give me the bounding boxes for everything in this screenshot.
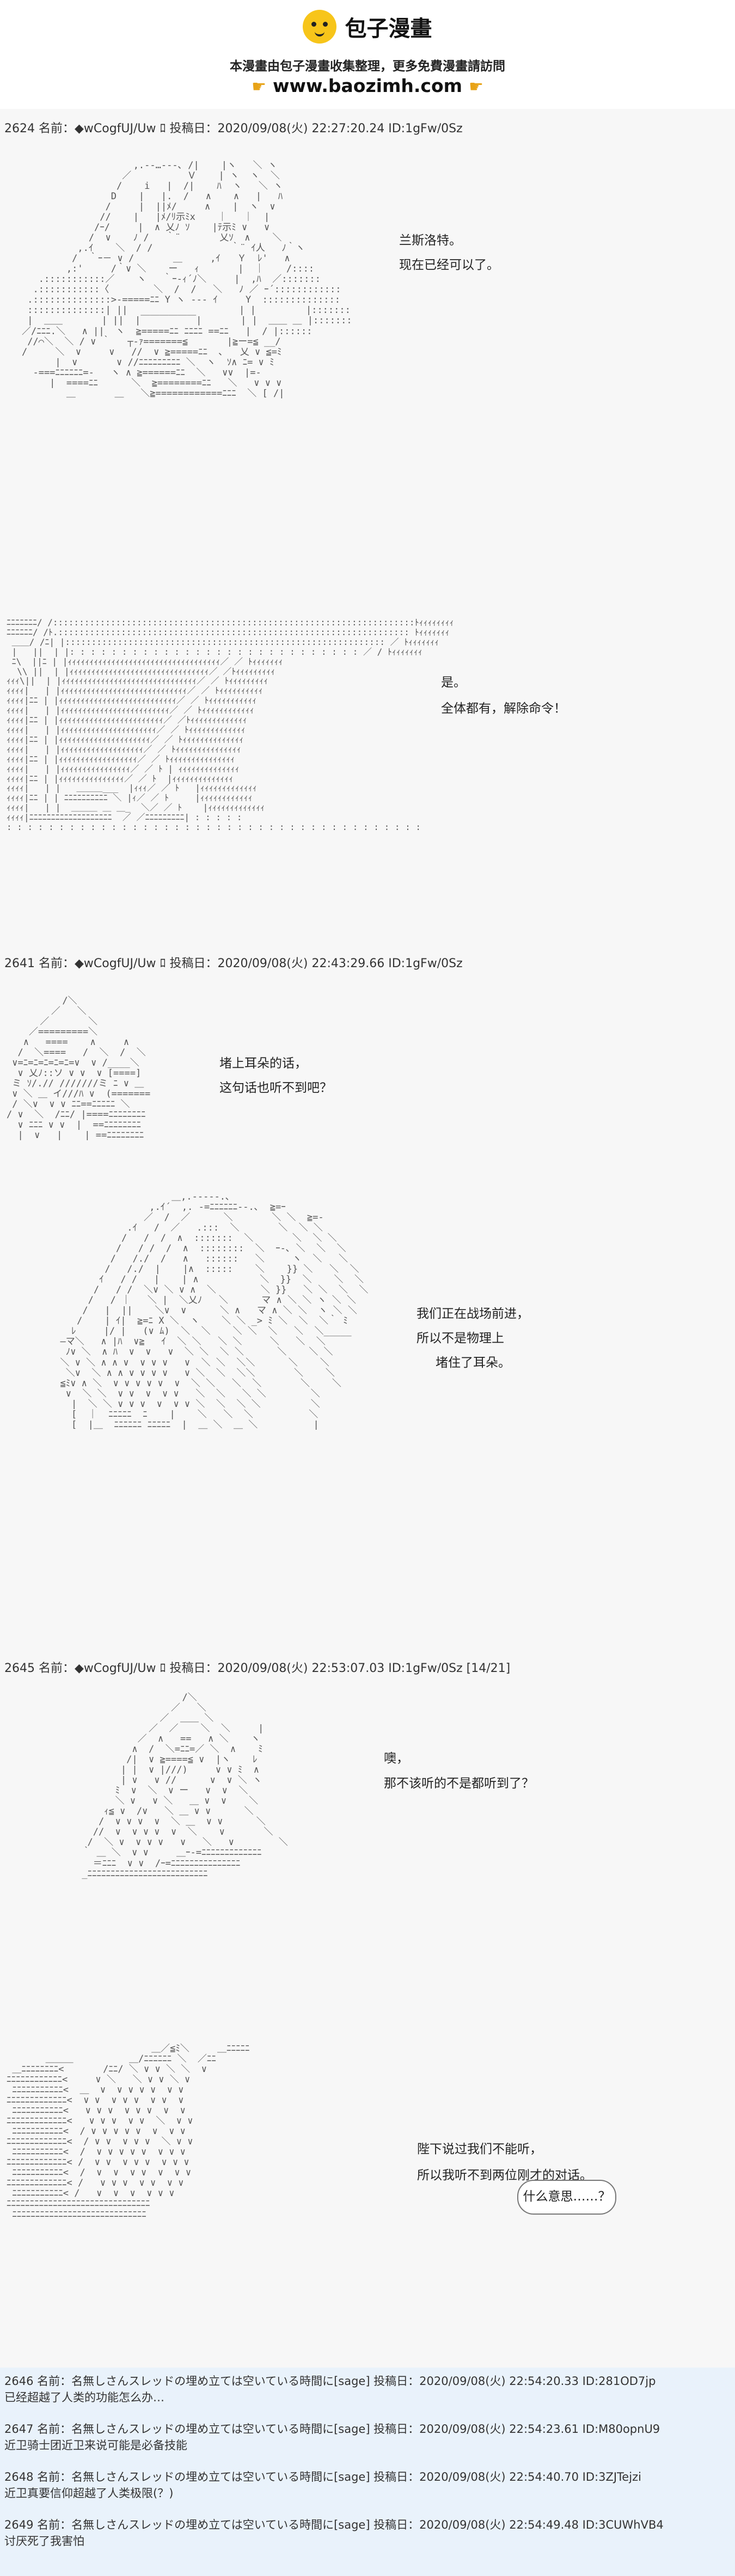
dialogue-line: 堵上耳朵的话， <box>219 1056 307 1071</box>
ascii-art: ＿,.-‐‐‐-.､ ,.ｲ´ ,. ‐=ﾆﾆﾆﾆﾆﾆ‐-.､ ≧=ｰ ／ / … <box>60 1191 369 1430</box>
ascii-art: /＼ ／ ＼ ／ ＼ ／=========＼ ∧ ==== ∧ ∧ / ＼===… <box>7 995 151 1141</box>
pointing-hand-icon: ☛ <box>469 77 483 96</box>
dialogue-line: 我们正在战场前进， <box>416 1307 529 1321</box>
site-url-link[interactable]: www.baozimh.com <box>273 75 462 96</box>
ascii-art: /＼ ／ ＼ ／ ＿＿ ＼ ／ ／ ＼ ＼ | ／ ∧ == ∧ ＼ ヽ ∧ /… <box>82 1692 288 1879</box>
post-header: 2624 名前：◆wCogfUJ/Uw ﾛ 投稿日：2020/09/08(火) … <box>4 122 463 136</box>
comment-text: 讨厌死了我害怕 <box>4 2535 84 2548</box>
ascii-art: ,.-‐…‐‐-､ /| |ヽ ＼ ヽ ／ Ｖ | ヽ ヽ ＼ / i | /|… <box>22 160 352 399</box>
comment-item: 2649 名前：名無しさんスレッドの埋め立ては空いている時間に[sage] 投稿… <box>4 2517 728 2549</box>
site-url-row: ☛ www.baozimh.com ☛ <box>0 75 735 96</box>
comment-item: 2647 名前：名無しさんスレッドの埋め立ては空いている時間に[sage] 投稿… <box>4 2421 728 2454</box>
comment-text: 近卫骑士团近卫来说可能是必备技能 <box>4 2439 187 2452</box>
thread-body <box>0 109 735 2368</box>
baozi-face-icon <box>303 10 337 44</box>
comment-header: 2646 名前：名無しさんスレッドの埋め立ては空いている時間に[sage] 投稿… <box>4 2375 656 2388</box>
logo-row: 包子漫畫 <box>0 10 735 44</box>
post-header: 2641 名前：◆wCogfUJ/Uw ﾛ 投稿日：2020/09/08(火) … <box>4 957 463 970</box>
logo-text: 包子漫畫 <box>345 16 432 41</box>
comment-item: 2646 名前：名無しさんスレッドの埋め立ては空いている時間に[sage] 投稿… <box>4 2373 728 2406</box>
comment-header: 2649 名前：名無しさんスレッドの埋め立ては空いている時間に[sage] 投稿… <box>4 2518 664 2531</box>
dialogue-line: 噢， <box>384 1751 409 1766</box>
dialogue-line: 兰斯洛特。 <box>399 233 462 248</box>
speech-bubble: 什么意思……？ <box>517 2180 616 2215</box>
banner-tagline: 本漫畫由包子漫畫收集整理，更多免費漫畫請訪問 <box>230 59 505 73</box>
dialogue-line: 所以不是物理上 <box>416 1331 504 1345</box>
ascii-art: ＿／≦ﾐ＼ ＿ﾆﾆﾆﾆﾆ ＿＿＿ ＿/ﾆﾆﾆﾆﾆﾆ ＼ ／ﾆﾆ ＿ﾆﾆﾆﾆﾆﾆﾆ… <box>7 2043 250 2220</box>
dialogue-line: 现在已经可以了。 <box>399 258 499 272</box>
site-banner: 包子漫畫 本漫畫由包子漫畫收集整理，更多免費漫畫請訪問 ☛ www.baozimh… <box>0 0 735 109</box>
pointing-hand-icon: ☛ <box>252 77 266 96</box>
comment-text: 近卫真要信仰超越了人类极限(？) <box>4 2487 174 2500</box>
comment-section: 2646 名前：名無しさんスレッドの埋め立ては空いている時間に[sage] 投稿… <box>0 2368 735 2576</box>
comment-header: 2647 名前：名無しさんスレッドの埋め立ては空いている時間に[sage] 投稿… <box>4 2423 660 2436</box>
dialogue-line: 那不该听的不是都听到了？ <box>384 1776 534 1791</box>
comment-text: 已经超越了人类的功能怎么办… <box>4 2391 164 2404</box>
comment-header: 2648 名前：名無しさんスレッドの埋め立ては空いている時間に[sage] 投稿… <box>4 2470 641 2483</box>
dialogue-line: 陛下说过我们不能听， <box>417 2142 542 2156</box>
dialogue-line: 全体都有，解除命令！ <box>441 702 566 716</box>
dialogue-line: 堵住了耳朵。 <box>436 1356 511 1370</box>
ascii-art: ﾆﾆﾆﾆﾆﾆﾆ/ /::::::::::::::::::::::::::::::… <box>7 617 454 833</box>
comment-item: 2648 名前：名無しさんスレッドの埋め立ては空いている時間に[sage] 投稿… <box>4 2469 728 2501</box>
post-header: 2645 名前：◆wCogfUJ/Uw ﾛ 投稿日：2020/09/08(火) … <box>4 1662 511 1675</box>
dialogue-line: 是。 <box>441 675 466 690</box>
dialogue-line: 这句话也听不到吧？ <box>219 1081 332 1095</box>
